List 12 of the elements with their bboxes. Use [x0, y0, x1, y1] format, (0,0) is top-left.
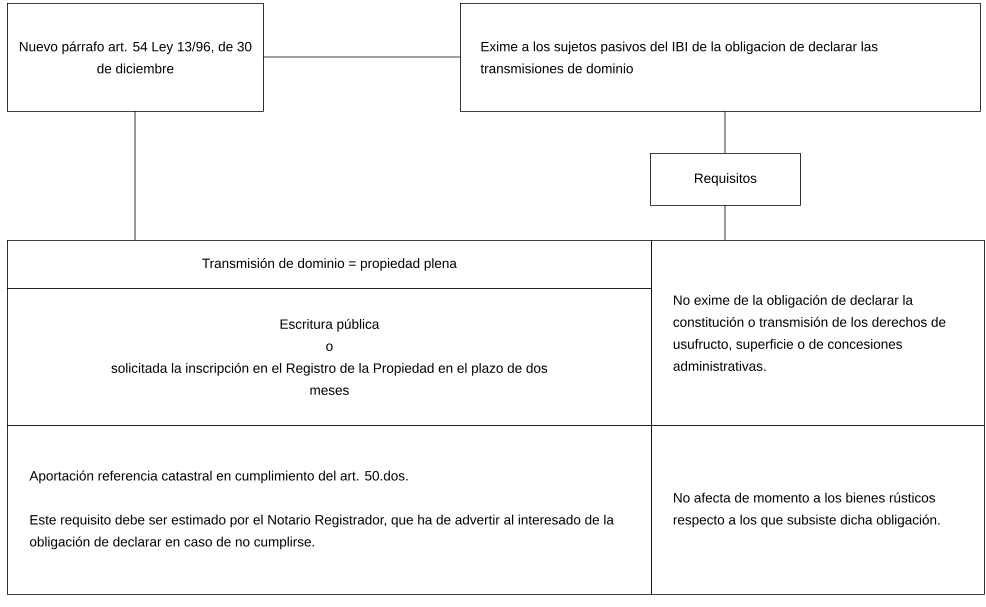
requirement-box: Requisitos — [650, 153, 801, 206]
table-cell: Escritura pública o solicitada la inscripción en el Registro de la Propiedad en el plazo de dos meses — [7, 288, 652, 426]
table-cell: Aportación referencia catastral en cumplimiento del art. 50.dos. Este requisito debe ser estimado por el Notario Registrador, que ha de advertir al interesado de la obligación de declarar en caso de no cumplirse. — [7, 425, 652, 595]
heading-box: Nuevo párrafo art. 54 Ley 13/96, de 30 de diciembre — [7, 3, 264, 112]
connector-line — [724, 204, 726, 240]
connector-line — [134, 110, 136, 240]
statement-box: Exime a los sujetos pasivos del IBI de la obligacion de declarar las transmisiones de dominio — [460, 3, 981, 112]
connector-line — [262, 56, 460, 58]
table-cell: No afecta de momento a los bienes rústicos respecto a los que subsiste dicha obligación. — [651, 425, 985, 595]
connector-line — [724, 110, 726, 154]
table-cell: Transmisión de dominio = propiedad plena — [7, 240, 652, 289]
table-cell: No exime de la obligación de declarar la constitución o transmisión de los derechos de usufructo, superficie o de concesiones administrativas. — [651, 240, 985, 426]
